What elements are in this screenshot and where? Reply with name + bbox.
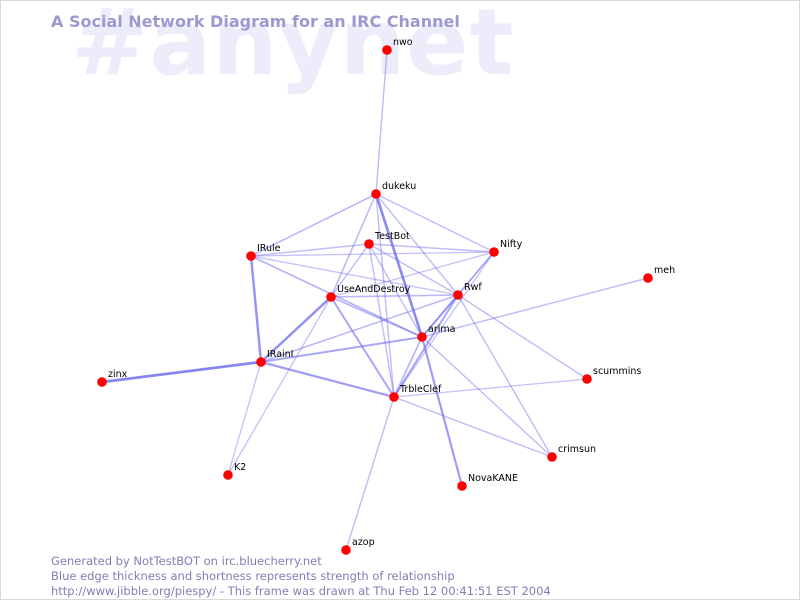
node-Rwf [453, 290, 463, 300]
node-label-IRule: IRule [257, 243, 281, 254]
node-zinx [97, 377, 107, 387]
edge-dukeku-arima [374, 192, 424, 339]
edge-Rwf-scummins [457, 294, 588, 380]
edge-TrbleClef-scummins [393, 378, 588, 398]
node-label-K2: K2 [234, 462, 246, 473]
footer-edge-legend: Blue edge thickness and shortness repres… [51, 569, 455, 583]
edge-Rwf-IRainI [260, 294, 459, 363]
edge-IRule-IRainI [249, 254, 263, 364]
node-label-zinx: zinx [108, 369, 128, 380]
node-label-nwo: nwo [393, 37, 413, 48]
node-label-TrbleClef: TrbleClef [399, 384, 442, 395]
edge-arima-TrbleClef [393, 336, 423, 398]
edge-UseAndDestroy-K2 [227, 296, 332, 476]
edge-TestBot-TrbleClef [368, 243, 395, 398]
node-label-dukeku: dukeku [382, 181, 416, 192]
edge-Rwf-TrbleClef [393, 294, 459, 398]
footer-generated-by: Generated by NotTestBOT on irc.bluecherr… [51, 554, 322, 568]
node-label-IRainI: IRainI [267, 349, 293, 360]
edge-TestBot-UseAndDestroy [330, 243, 370, 298]
node-crimsun [547, 452, 557, 462]
edge-UseAndDestroy-Rwf [330, 294, 459, 298]
edge-Rwf-Nifty [457, 251, 495, 296]
node-arima [417, 332, 427, 342]
edge-IRule-Nifty [250, 251, 495, 257]
edge-Rwf-crimsun [457, 294, 553, 458]
node-dukeku [371, 189, 381, 199]
edge-dukeku-UseAndDestroy [330, 193, 377, 298]
node-label-UseAndDestroy: UseAndDestroy [337, 284, 411, 295]
edge-TrbleClef-crimsun [393, 396, 553, 458]
edge-layer [100, 49, 649, 551]
node-label-NovaKANE: NovaKANE [468, 473, 518, 484]
edge-nwo-dukeku [375, 49, 388, 195]
node-TestBot [364, 239, 374, 249]
node-NovaKANE [457, 481, 467, 491]
node-TrbleClef [389, 392, 399, 402]
footer-notes: Generated by NotTestBOT on irc.bluecherr… [51, 554, 551, 599]
edge-TestBot-Nifty [368, 243, 495, 253]
edge-TrbleClef-Nifty [393, 251, 495, 398]
node-label-TestBot: TestBot [374, 231, 410, 242]
diagram-title: A Social Network Diagram for an IRC Chan… [51, 12, 460, 31]
edge-dukeku-Nifty [375, 193, 495, 253]
edge-IRainI-K2 [227, 361, 262, 476]
edge-TestBot-IRule [250, 243, 370, 257]
edge-IRule-Rwf [250, 255, 459, 296]
edge-UseAndDestroy-IRainI [259, 295, 333, 364]
node-K2 [223, 470, 233, 480]
node-label-azop: azop [352, 537, 375, 548]
edge-dukeku-IRule [250, 193, 377, 257]
edge-IRainI-TrbleClef [259, 360, 396, 399]
node-label-arima: arima [428, 324, 455, 335]
edge-IRule-arima [250, 255, 423, 338]
node-IRainI [256, 357, 266, 367]
node-Nifty [489, 247, 499, 257]
edge-arima-NovaKANE [420, 335, 464, 488]
node-azop [341, 545, 351, 555]
node-meh [643, 273, 653, 283]
node-UseAndDestroy [326, 292, 336, 302]
edge-TrbleClef-azop [345, 396, 395, 551]
edge-arima-IRainI [260, 336, 423, 363]
edge-IRainI-zinx [100, 360, 263, 384]
edge-dukeku-Rwf [375, 193, 459, 296]
edge-arima-meh [421, 277, 649, 338]
node-nwo [382, 45, 392, 55]
node-label-scummins: scummins [593, 366, 641, 377]
edge-TestBot-arima [368, 243, 423, 338]
edge-arima-crimsun [421, 336, 553, 458]
edge-UseAndDestroy-Nifty [330, 251, 495, 298]
node-label-meh: meh [654, 265, 675, 276]
footer-source-timestamp: http://www.jibble.org/piespy/ - This fra… [51, 584, 551, 598]
edge-dukeku-TrbleClef [375, 193, 395, 398]
channel-watermark: #anynet [71, 0, 515, 96]
node-label-crimsun: crimsun [558, 444, 596, 455]
node-scummins [582, 374, 592, 384]
node-IRule [246, 251, 256, 261]
node-label-Nifty: Nifty [500, 239, 523, 250]
edge-TestBot-Rwf [368, 243, 459, 296]
node-label-Rwf: Rwf [464, 282, 482, 293]
edge-UseAndDestroy-arima [330, 296, 423, 338]
edge-Rwf-arima [421, 294, 459, 338]
